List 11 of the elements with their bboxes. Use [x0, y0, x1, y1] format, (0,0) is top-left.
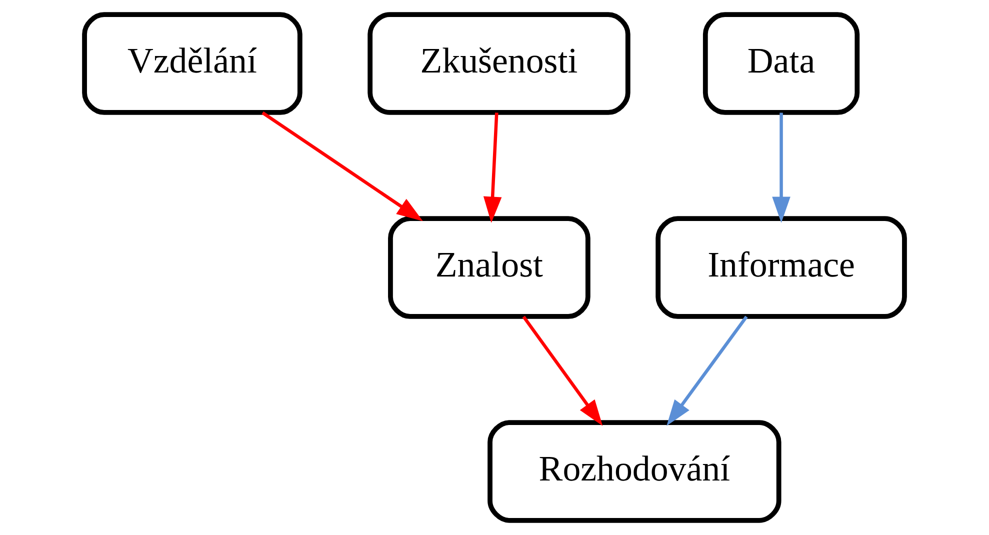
- arrow: [772, 112, 790, 223]
- node-box: Vzdělání: [82, 12, 302, 115]
- node-box: Data: [702, 12, 860, 115]
- node-box: Zkušenosti: [368, 12, 630, 115]
- node-box: Rozhodování: [488, 420, 782, 523]
- arrow: [666, 316, 748, 426]
- arrow: [262, 111, 423, 222]
- arrow: [522, 316, 603, 426]
- arrow: [483, 112, 502, 223]
- node-box: Znalost: [388, 216, 590, 319]
- node-box: Informace: [656, 216, 907, 319]
